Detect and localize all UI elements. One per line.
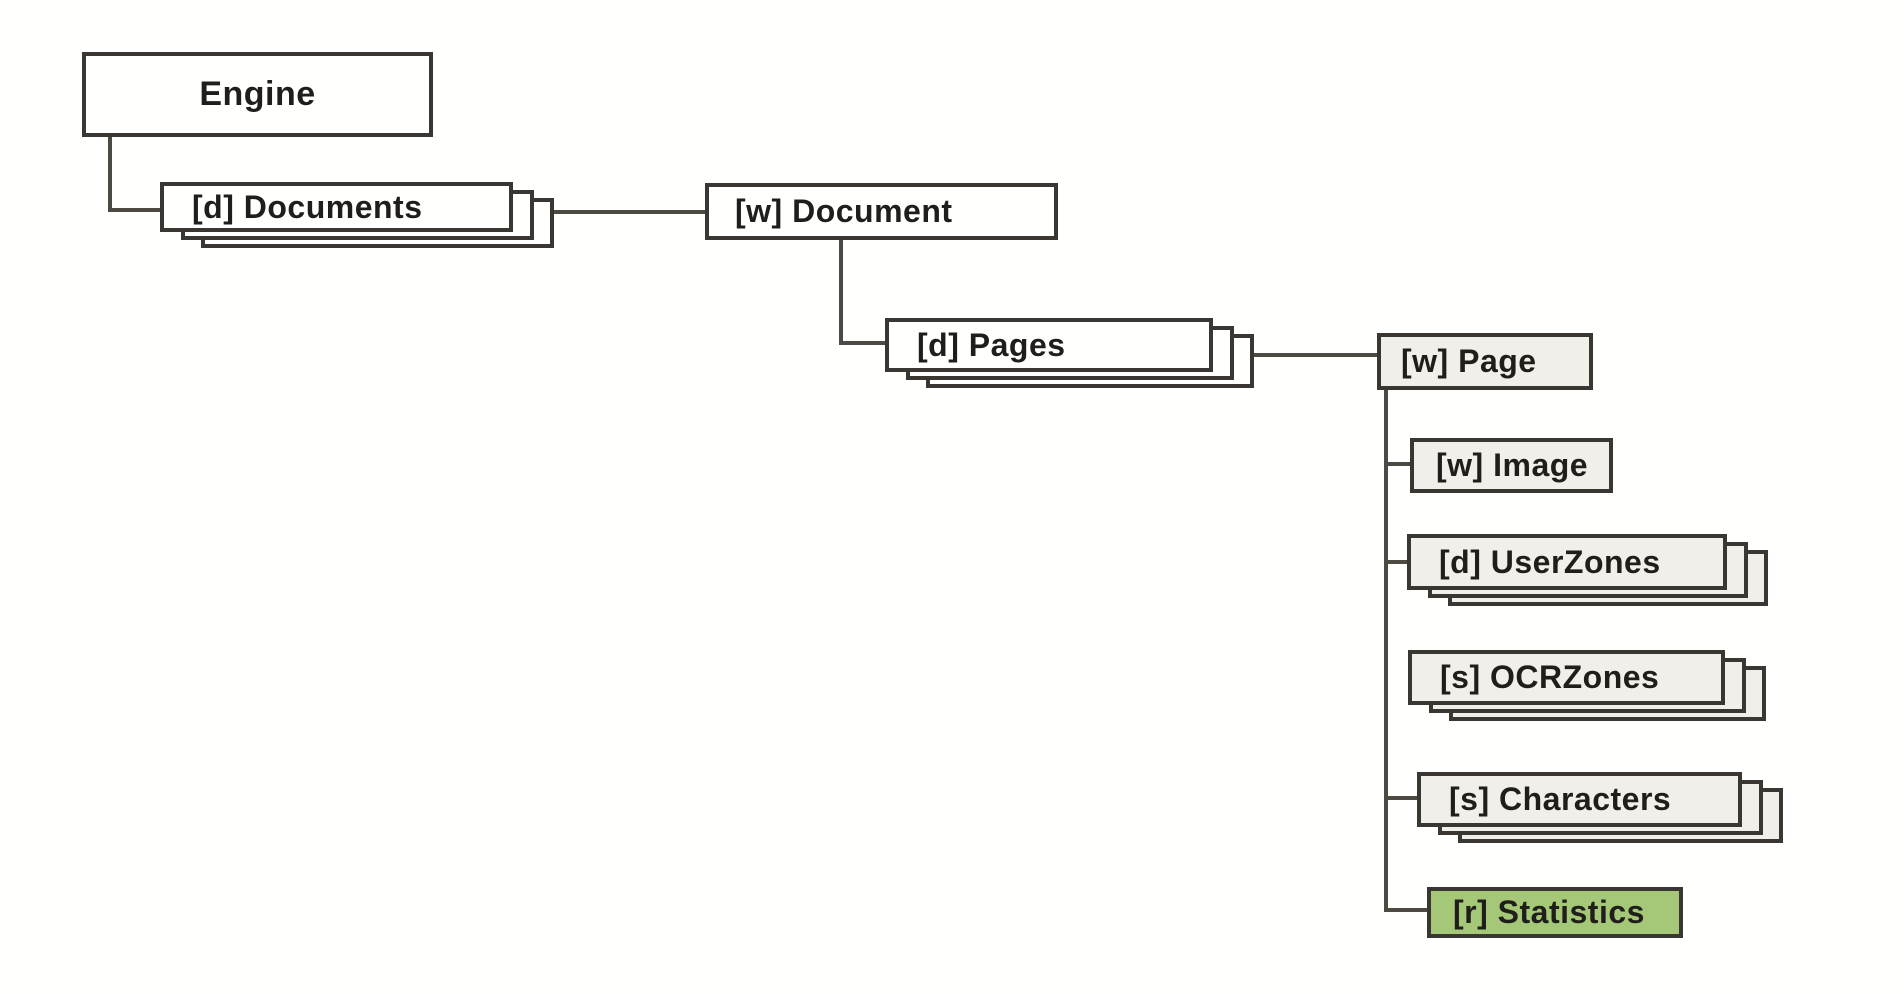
node-pages-front: [d] Pages	[885, 318, 1213, 372]
node-documents: [d] Documents	[160, 182, 554, 248]
node-statistics-label: [r] Statistics	[1453, 894, 1645, 930]
node-userzones: [d] UserZones	[1407, 534, 1768, 606]
node-engine: Engine	[82, 52, 433, 137]
edge-engine-documents-horizontal	[108, 208, 162, 212]
edge-page-image-stub	[1388, 462, 1412, 466]
edge-page-characters-stub	[1388, 796, 1419, 800]
node-image: [w] Image	[1410, 438, 1613, 493]
edge-document-pages-vertical	[839, 238, 843, 345]
node-document-label: [w] Document	[735, 193, 953, 229]
node-userzones-front: [d] UserZones	[1407, 534, 1727, 590]
edge-page-trunk-vertical	[1384, 388, 1388, 912]
node-document: [w] Document	[705, 183, 1058, 240]
edge-engine-documents-vertical	[108, 137, 112, 212]
node-image-label: [w] Image	[1436, 447, 1589, 483]
node-userzones-label: [d] UserZones	[1439, 543, 1661, 580]
edge-page-userzones-stub	[1388, 560, 1409, 564]
edge-document-pages-horizontal	[839, 341, 887, 345]
node-page-label: [w] Page	[1401, 343, 1537, 379]
node-characters: [s] Characters	[1417, 772, 1783, 843]
node-ocrzones: [s] OCRZones	[1408, 650, 1766, 721]
edge-documents-document	[554, 210, 707, 214]
node-characters-label: [s] Characters	[1449, 781, 1672, 817]
node-documents-front: [d] Documents	[160, 182, 513, 232]
node-ocrzones-front: [s] OCRZones	[1408, 650, 1725, 705]
node-page: [w] Page	[1377, 333, 1593, 390]
node-documents-label: [d] Documents	[192, 188, 423, 225]
node-characters-front: [s] Characters	[1417, 772, 1742, 827]
edge-page-statistics-stub	[1384, 908, 1429, 912]
node-engine-label: Engine	[199, 75, 316, 113]
node-ocrzones-label: [s] OCRZones	[1440, 659, 1660, 695]
node-pages-label: [d] Pages	[917, 326, 1066, 363]
node-statistics: [r] Statistics	[1427, 887, 1683, 938]
node-pages: [d] Pages	[885, 318, 1254, 388]
edge-pages-page	[1254, 353, 1379, 357]
